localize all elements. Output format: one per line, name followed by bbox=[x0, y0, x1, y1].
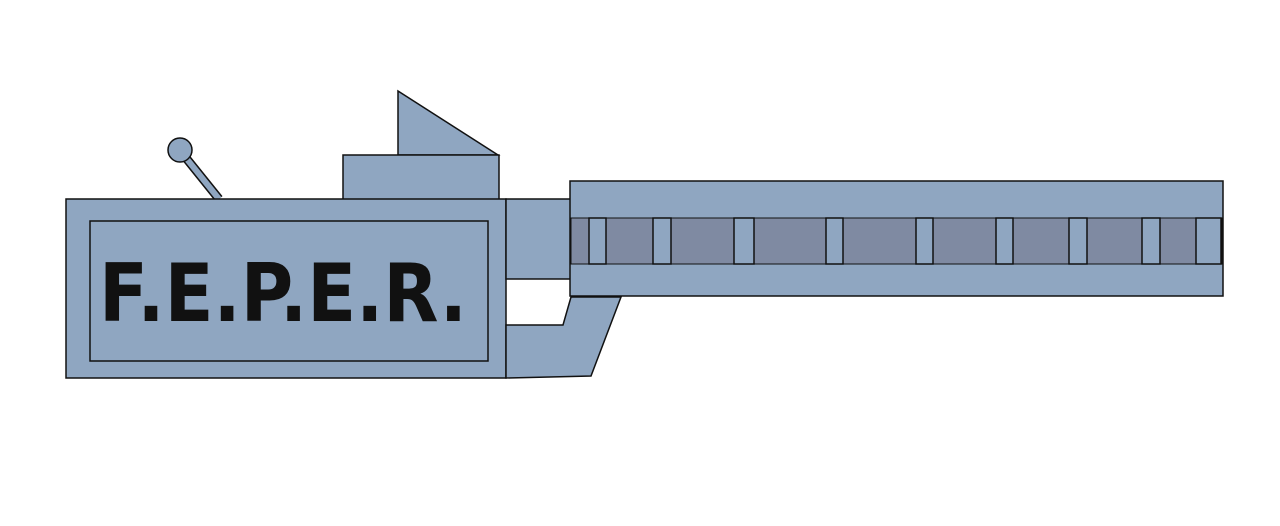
label-panel bbox=[89, 220, 489, 362]
lower-grip bbox=[505, 296, 623, 379]
track-divider bbox=[588, 217, 607, 265]
turret-fin bbox=[397, 89, 501, 156]
track-divider bbox=[995, 217, 1014, 265]
lever-stick-fill bbox=[179, 151, 222, 201]
label-text: F.E.P.E.R. bbox=[99, 247, 467, 340]
track-divider bbox=[1195, 217, 1222, 265]
track-divider bbox=[733, 217, 755, 265]
connector-block bbox=[505, 198, 572, 280]
track-divider bbox=[1141, 217, 1161, 265]
turret-block bbox=[342, 154, 500, 201]
track-divider bbox=[1068, 217, 1088, 265]
barrel-track bbox=[570, 217, 1223, 265]
lever-knob bbox=[167, 137, 193, 163]
track-divider bbox=[652, 217, 672, 265]
track-divider bbox=[915, 217, 934, 265]
track-divider bbox=[825, 217, 844, 265]
